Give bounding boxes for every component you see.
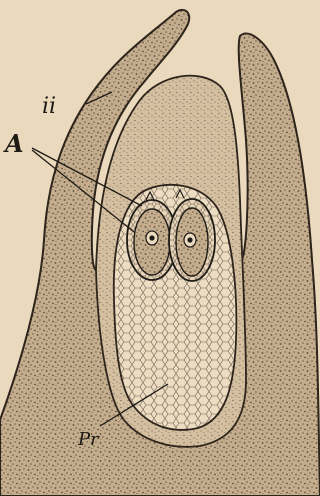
label-integument: ii [42, 94, 56, 119]
archegonium-right [169, 199, 215, 281]
label-archegonia: A [3, 129, 24, 158]
label-prothallium: Pr [77, 429, 100, 450]
